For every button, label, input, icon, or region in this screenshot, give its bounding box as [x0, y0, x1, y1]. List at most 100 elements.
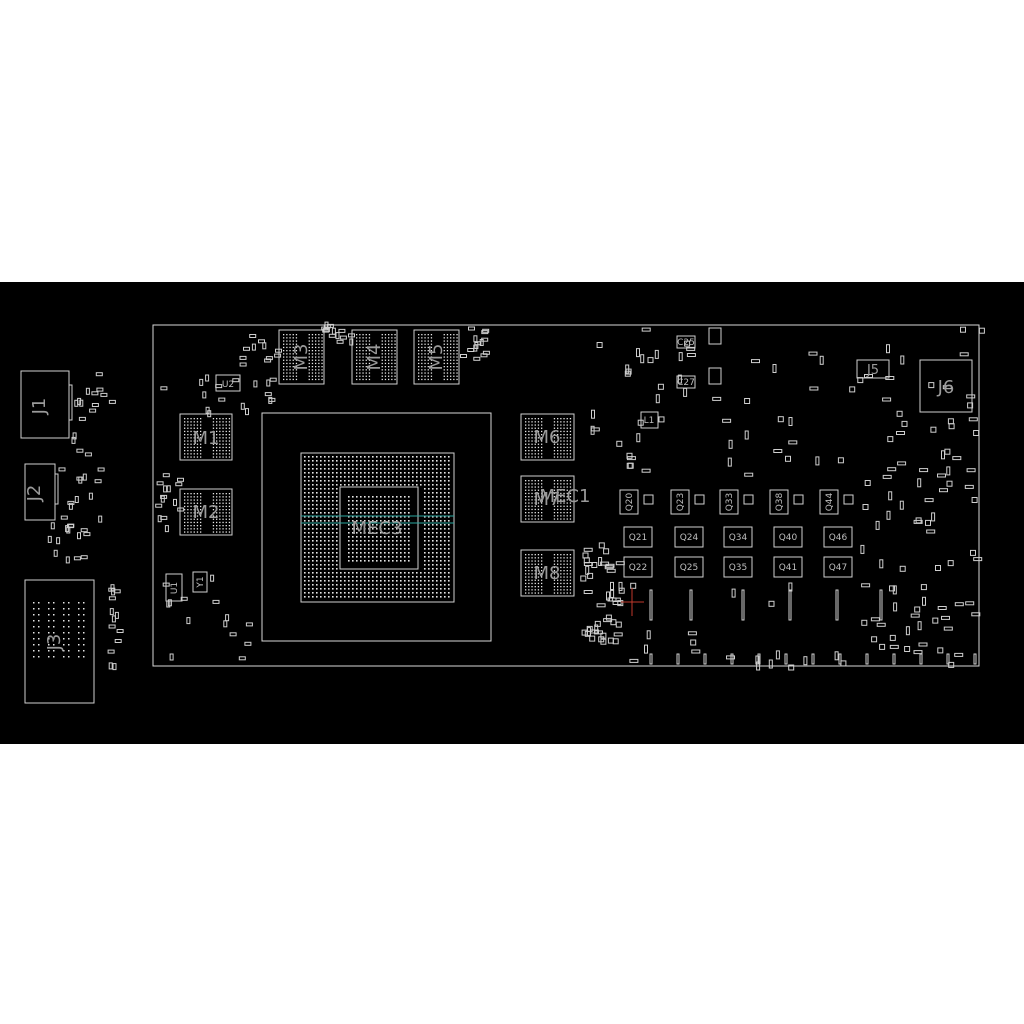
gpu-ball	[392, 556, 394, 558]
gpu-ball	[320, 572, 322, 574]
gpu-ball	[304, 492, 306, 494]
gpu-ball	[324, 480, 326, 482]
gpu-ball	[308, 584, 310, 586]
memory-ball	[225, 515, 227, 517]
j3-pin	[68, 608, 70, 610]
gpu-ball	[324, 504, 326, 506]
gpu-ball	[404, 552, 406, 554]
gpu-ball	[324, 528, 326, 530]
memory-ball	[222, 518, 224, 520]
memory-ball	[569, 515, 572, 517]
memory-ball	[534, 515, 536, 517]
gpu-ball	[388, 476, 390, 478]
memory-ball	[450, 378, 452, 381]
smd-part	[875, 520, 880, 530]
gpu-ball	[368, 596, 370, 598]
memory-ball	[563, 573, 565, 575]
pcb-board-layout[interactable]: J1 J2 J3 U2 U1 Y1 M1 M2 M3 M4 M5 M6 M7	[0, 282, 1024, 744]
memory-ball	[566, 486, 568, 488]
memory-ball	[427, 346, 429, 349]
gpu-ball	[356, 556, 358, 558]
memory-ball	[557, 440, 559, 442]
memory-ball	[187, 496, 189, 498]
memory-m3[interactable]	[278, 329, 325, 385]
memory-ball	[534, 582, 536, 585]
smd-part	[591, 409, 595, 419]
j3-pin	[33, 650, 35, 652]
gpu-ball	[388, 544, 390, 546]
memory-ball	[196, 502, 199, 504]
memory-ball	[528, 453, 530, 455]
memory-ball	[184, 525, 186, 527]
inductor-l1[interactable]	[640, 411, 659, 429]
gpu-ball	[308, 528, 310, 530]
connector-j3[interactable]	[24, 579, 95, 704]
memory-ball	[553, 576, 556, 578]
gpu-ball	[364, 592, 366, 594]
memory-ball	[216, 421, 218, 423]
memory-ball	[190, 525, 192, 527]
mosfet-q47	[823, 556, 853, 578]
memory-ball	[537, 566, 540, 569]
connector-j5[interactable]	[856, 359, 890, 379]
chip-u8[interactable]	[708, 327, 722, 345]
memory-m1[interactable]	[179, 413, 233, 461]
memory-ball	[450, 369, 452, 371]
memory-ball	[450, 356, 452, 358]
chip-u9[interactable]	[708, 367, 722, 385]
memory-ball	[424, 356, 426, 358]
board-viewer[interactable]: J1 J2 J3 U2 U1 Y1 M1 M2 M3 M4 M5 M6 M7	[0, 282, 1024, 744]
gpu-ball	[448, 472, 450, 474]
gpu-ball	[380, 592, 382, 594]
memory-ball	[566, 576, 568, 578]
smd-part	[928, 382, 935, 389]
memory-ball	[308, 372, 310, 374]
smd-part	[930, 426, 937, 433]
gpu-ball	[416, 572, 418, 574]
gpu-package[interactable]	[300, 452, 455, 603]
gpu-ball	[368, 556, 370, 558]
gpu-ball	[328, 576, 330, 578]
memory-m5[interactable]	[413, 329, 460, 385]
label-l1: L1	[644, 416, 655, 426]
memory-ball	[200, 446, 202, 449]
gpu-ball	[412, 472, 414, 474]
memory-m6[interactable]	[520, 413, 575, 461]
gpu-ball	[328, 564, 330, 566]
label-m7: M7	[534, 489, 561, 510]
memory-m7[interactable]	[520, 475, 575, 523]
crystal-y1[interactable]	[192, 571, 208, 593]
memory-ball	[321, 340, 323, 342]
memory-m8[interactable]	[520, 549, 575, 597]
memory-ball	[318, 353, 320, 355]
smd-part	[91, 403, 99, 407]
gpu-ball	[444, 496, 446, 498]
smd-part	[78, 416, 86, 421]
gpu-ball	[416, 476, 418, 478]
gpu-ball	[344, 580, 346, 582]
gpu-ball	[396, 512, 398, 514]
gpu-ball	[372, 584, 374, 586]
gpu-ball	[392, 588, 394, 590]
memory-ball	[421, 378, 423, 381]
chip-u2[interactable]	[215, 374, 241, 392]
memory-ball	[283, 346, 285, 349]
smd-part	[186, 617, 191, 625]
memory-m4[interactable]	[351, 329, 398, 385]
memory-ball	[537, 450, 540, 452]
memory-ball	[427, 369, 429, 371]
smd-part	[615, 621, 622, 628]
connector-j6[interactable]	[919, 359, 973, 413]
memory-ball	[453, 366, 455, 368]
memory-ball	[557, 450, 559, 452]
gpu-ball	[336, 572, 338, 574]
gpu-ball	[368, 480, 370, 482]
smd-part	[251, 343, 256, 351]
cap-c25[interactable]	[676, 335, 696, 349]
gpu-ball	[384, 504, 386, 506]
cap-c27[interactable]	[676, 375, 696, 389]
smd-part	[60, 515, 68, 520]
memory-m2[interactable]	[179, 488, 233, 536]
chip-u1[interactable]	[165, 573, 183, 602]
memory-ball	[541, 421, 543, 423]
